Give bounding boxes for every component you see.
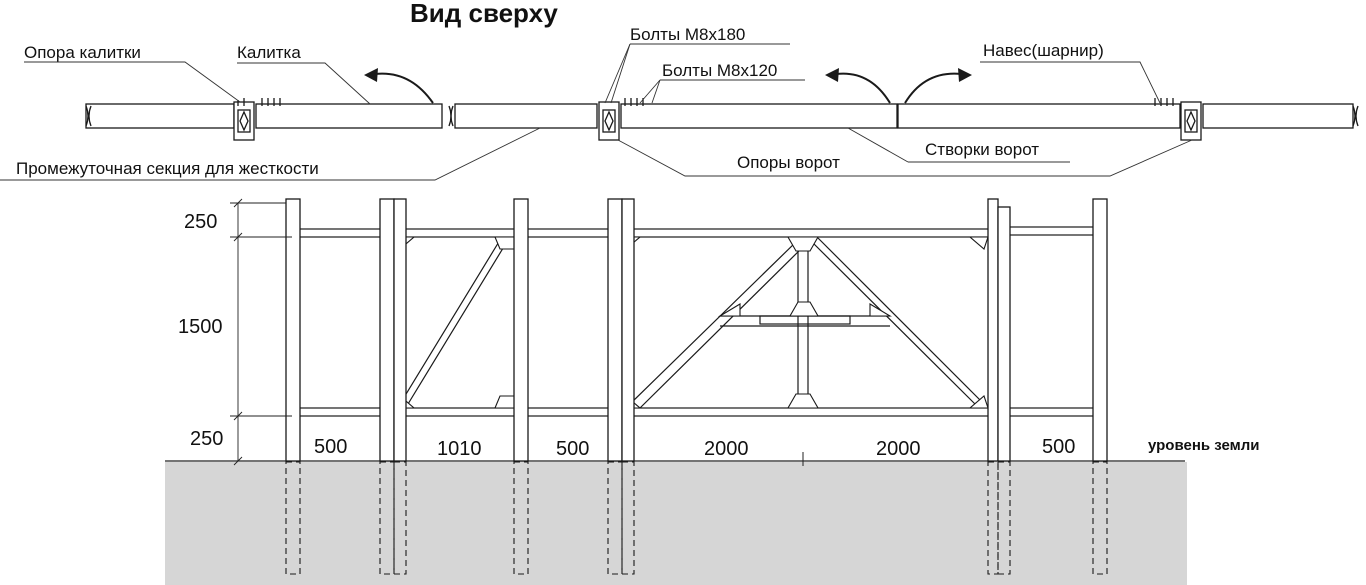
label-gate-leaves: Створки ворот bbox=[925, 140, 1039, 159]
top-view-title: Вид сверху bbox=[410, 0, 558, 28]
label-intermediate-section: Промежуточная секция для жесткости bbox=[16, 159, 319, 178]
posts bbox=[285, 198, 1108, 462]
dim-span-5: 2000 bbox=[876, 438, 921, 460]
rails bbox=[291, 226, 1096, 417]
label-bolts-120: Болты М8х120 bbox=[662, 61, 777, 80]
label-gate-support: Опора калитки bbox=[24, 43, 141, 62]
swing-arrows bbox=[374, 72, 963, 104]
label-bolts-180: Болты М8х180 bbox=[630, 25, 745, 44]
swing-arrow-heads bbox=[364, 68, 972, 82]
dim-span-4: 2000 bbox=[704, 438, 749, 460]
ground-level-label: уровень земли bbox=[1148, 437, 1260, 454]
ground-area bbox=[165, 462, 1187, 585]
label-wicket: Калитка bbox=[237, 43, 301, 62]
dim-top-band: 250 bbox=[184, 211, 217, 233]
post-footings bbox=[285, 461, 1108, 575]
dim-height: 1500 bbox=[178, 316, 223, 338]
label-hinge: Навес(шарнир) bbox=[983, 41, 1104, 60]
dimension-lines bbox=[230, 198, 292, 466]
dim-span-1: 500 bbox=[314, 436, 347, 458]
dim-span-2: 1010 bbox=[437, 438, 482, 460]
dim-bottom-band: 250 bbox=[190, 428, 223, 450]
label-gate-posts: Опоры ворот bbox=[737, 153, 840, 172]
braces bbox=[399, 237, 985, 409]
dim-span-6: 500 bbox=[1042, 436, 1075, 458]
top-view-plan bbox=[85, 98, 1359, 141]
gussets bbox=[395, 236, 989, 409]
leader-lines bbox=[0, 43, 1193, 181]
dim-span-3: 500 bbox=[556, 438, 589, 460]
